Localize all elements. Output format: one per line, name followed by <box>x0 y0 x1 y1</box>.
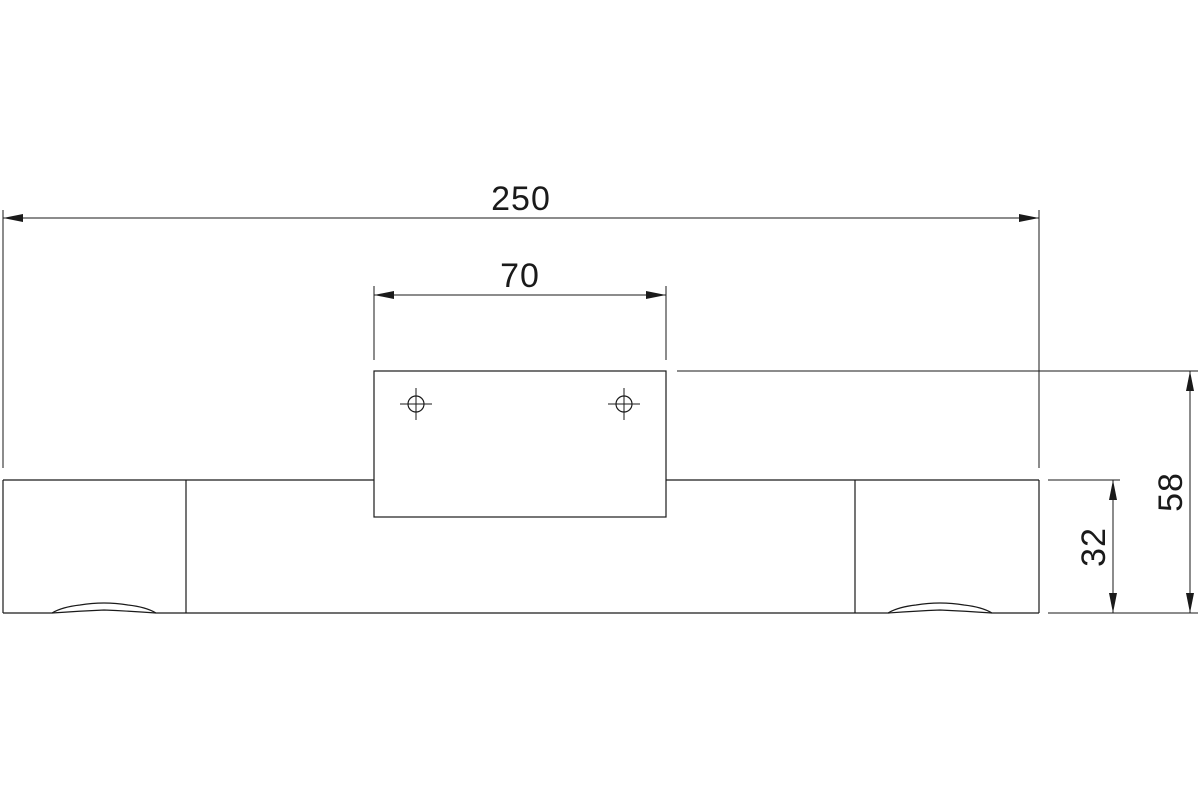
dimension-overall-length: 250 <box>2 180 1040 468</box>
dimension-heights: 32 58 <box>677 370 1198 614</box>
dimension-label-250: 250 <box>491 180 551 218</box>
foot-right <box>887 609 993 614</box>
mounting-hole-left <box>400 388 432 420</box>
mounting-plate <box>373 370 667 518</box>
dimension-plate-width: 70 <box>373 257 667 360</box>
foot-left <box>51 609 157 614</box>
dimension-label-70: 70 <box>500 257 540 295</box>
plate-outline <box>373 370 667 518</box>
dimension-label-32: 32 <box>1075 527 1113 567</box>
bar-body <box>2 479 1040 614</box>
bar-bottom-edge <box>3 602 1039 614</box>
mounting-hole-right <box>608 388 640 420</box>
dimension-label-58: 58 <box>1152 472 1190 512</box>
